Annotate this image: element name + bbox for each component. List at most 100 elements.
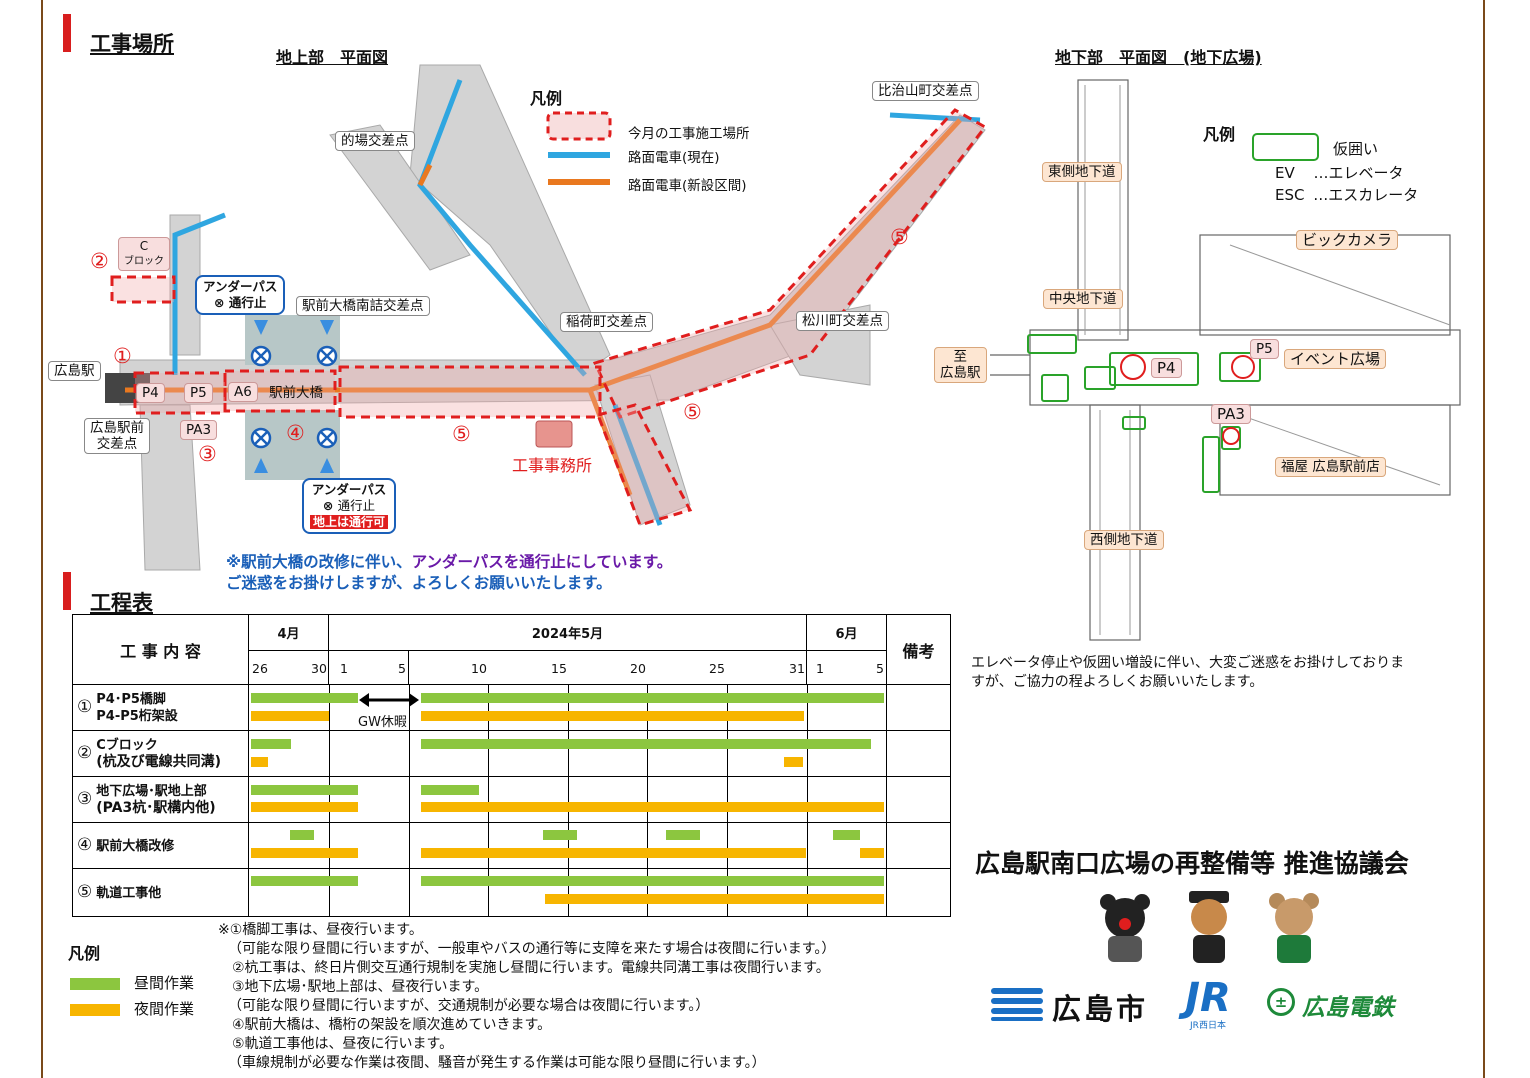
bar-night <box>860 848 884 858</box>
bar-night <box>421 848 806 858</box>
label-central-passage: 中央地下道 <box>1043 289 1123 309</box>
label-pa3-underground: PA3 <box>1211 404 1251 424</box>
underpass-top-line1: アンダーパス <box>203 279 278 294</box>
label-p4: P4 <box>136 383 165 403</box>
label-to-station-line1: 至 <box>953 349 968 365</box>
bar-day <box>421 693 884 703</box>
legend-day-row: 昼間作業 <box>70 972 194 993</box>
label-matoba: 的場交差点 <box>335 131 415 151</box>
hiroshima-city-name: 広島市 <box>1052 992 1149 1026</box>
marker-number-5: ⑤ <box>683 400 702 424</box>
day-label: 5 <box>398 661 406 676</box>
arrow-down-icon <box>254 320 268 335</box>
bar-day <box>251 785 358 795</box>
grid-line <box>329 684 330 916</box>
day-label: 1 <box>816 661 824 676</box>
header-content: 工 事 内 容 <box>72 614 249 685</box>
grid-line <box>886 684 887 916</box>
enclosure <box>1084 366 1116 390</box>
grid-line <box>568 684 569 916</box>
road-northwest <box>329 124 471 271</box>
row-number: ③ <box>77 788 93 809</box>
label-c-block-line1: C <box>139 239 149 253</box>
underpass-notice-line1a: ※駅前大橋の改修に伴い、 <box>226 553 412 571</box>
road-main <box>119 114 986 406</box>
enclosure <box>1122 416 1146 430</box>
legend-tram-current: 路面電車(現在) <box>628 150 720 166</box>
label-fukuya: 福屋 広島駅前店 <box>1275 457 1386 477</box>
pier-p5-circle <box>1231 355 1255 379</box>
note-line: ②杭工事は、終日片側交互通行規制を実施し昼間に行います。電線共同溝工事は夜間行い… <box>232 960 830 976</box>
bar-day <box>543 830 577 840</box>
ground-legend-title: 凡例 <box>530 89 563 108</box>
legend-ev-text: …エレベータ <box>1313 164 1404 182</box>
note-line: （可能な限り昼間に行いますが、交通規制が必要な場合は夜間に行います。） <box>228 998 710 1014</box>
bar-day <box>251 876 358 886</box>
tram-current-line <box>889 112 981 123</box>
label-bridge: 駅前大橋 <box>269 385 323 401</box>
council-name: 広島駅南口広場の再整備等 推進協議会 <box>975 849 1409 878</box>
row-line2: (PA3杭･駅構内他) <box>96 799 216 816</box>
construction-office <box>535 420 573 448</box>
legend-day-swatch <box>70 977 120 990</box>
day-label: 20 <box>630 661 646 676</box>
legend-esc-text: …エスカレータ <box>1313 186 1419 204</box>
conductor-bear-mascot-icon <box>1189 891 1229 963</box>
apology-text-line2: すが、ご協力の程よろしくお願いいたします。 <box>971 674 1264 690</box>
west-passage-shaft <box>1089 404 1141 641</box>
work-area-5 <box>596 403 693 527</box>
label-pa3: PA3 <box>180 420 218 440</box>
label-a6: A6 <box>228 382 258 402</box>
work-area-5 <box>338 365 602 419</box>
work-area-5 <box>592 108 988 419</box>
bar-night <box>545 894 884 904</box>
bar-night <box>784 757 803 767</box>
header-remarks: 備考 <box>886 614 952 685</box>
grid-line <box>409 684 410 916</box>
label-event-plaza: イベント広場 <box>1284 349 1387 369</box>
underground-map-title: 地下部 平面図 (地下広場) <box>1055 48 1262 67</box>
concourse-block <box>1199 234 1451 336</box>
days-cell <box>806 650 888 685</box>
row-line1: 軌道工事他 <box>96 885 162 901</box>
grid-line <box>647 684 648 916</box>
label-c-block: C ブロック <box>118 237 170 271</box>
section-title-site: 工事場所 <box>90 32 174 56</box>
marker-number-2: ② <box>90 249 109 273</box>
legend-enclosure: 仮囲い <box>1333 140 1379 158</box>
tram-current-line <box>417 79 587 377</box>
dentetsu-logo-mark-icon: ± <box>1267 988 1295 1016</box>
label-ekimae-crossing: 広島駅前 交差点 <box>84 418 150 454</box>
legend-night-row: 夜間作業 <box>70 998 194 1019</box>
day-label: 10 <box>471 661 487 676</box>
marker-number-5: ⑤ <box>890 225 909 249</box>
underground-plan-map <box>990 79 1461 641</box>
underpass-closed-top: アンダーパス ⊗ 通行止 <box>195 275 286 315</box>
label-p5-underground: P5 <box>1250 339 1279 359</box>
bar-day <box>421 739 871 749</box>
section-marker <box>63 572 71 610</box>
tram-current-line <box>612 404 663 526</box>
closed-icon: ⊗ <box>322 498 334 513</box>
label-ekimae-minami: 駅前大橋南詰交差点 <box>296 296 430 316</box>
bar-day <box>421 785 479 795</box>
legend-swatch-enclosure <box>1252 133 1319 161</box>
label-p5: P5 <box>184 383 213 403</box>
day-label: 26 <box>252 661 268 676</box>
bar-day <box>833 830 860 840</box>
enclosure <box>1027 334 1077 354</box>
legend-tram-new: 路面電車(新設区間) <box>628 178 747 194</box>
road-station-south <box>139 404 201 571</box>
underpass-top-line2: 通行止 <box>228 295 267 310</box>
section-marker <box>63 14 71 52</box>
day-label: 1 <box>340 661 348 676</box>
notes: ※①橋脚工事は、昼夜行います。 （可能な限り昼間に行いますが、一般車やバスの通行… <box>218 921 835 1073</box>
label-inari: 稲荷町交差点 <box>560 312 653 332</box>
header-month-april: 4月 <box>248 614 329 651</box>
underpass-closed-bottom: アンダーパス ⊗ 通行止 地上は通行可 <box>302 478 397 534</box>
day-label: 15 <box>551 661 567 676</box>
label-ekimae-crossing-line2: 交差点 <box>96 436 138 452</box>
bar-day <box>666 830 700 840</box>
